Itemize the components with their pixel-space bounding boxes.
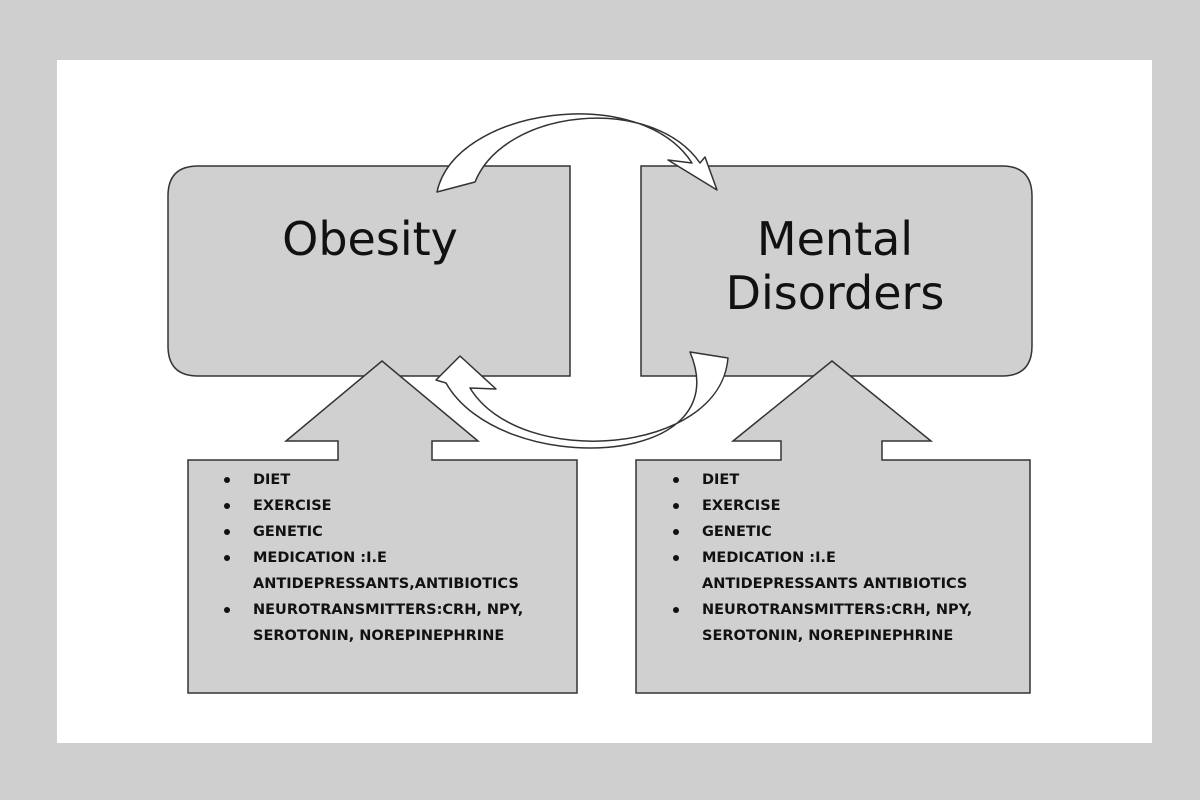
factor-text: EXERCISE	[702, 498, 781, 514]
obesity-title: Obesity	[282, 212, 458, 266]
bullet-icon	[224, 555, 230, 561]
right-factors-arrow-box	[635, 360, 1031, 694]
list-item: GENETIC	[220, 519, 580, 545]
list-item: MEDICATION :I.E ANTIDEPRESSANTS,ANTIBIOT…	[220, 545, 580, 597]
mental-disorders-factors-list: DIET EXERCISE GENETIC MEDICATION :I.E AN…	[669, 467, 1029, 649]
list-item: EXERCISE	[220, 493, 580, 519]
factor-text: MEDICATION :I.E ANTIDEPRESSANTS,ANTIBIOT…	[253, 550, 519, 592]
list-item: GENETIC	[669, 519, 1029, 545]
mental-disorders-box	[640, 165, 1033, 377]
list-item: DIET	[669, 467, 1029, 493]
bottom-curved-arrow	[435, 351, 729, 449]
list-item: MEDICATION :I.E ANTIDEPRESSANTS ANTIBIOT…	[669, 545, 1029, 597]
bullet-icon	[224, 529, 230, 535]
factor-text: NEUROTRANSMITTERS:CRH, NPY, SEROTONIN, N…	[253, 602, 524, 644]
bullet-icon	[224, 607, 230, 613]
factor-text: EXERCISE	[253, 498, 332, 514]
factor-text: DIET	[253, 472, 291, 488]
bullet-icon	[673, 477, 679, 483]
factor-text: GENETIC	[702, 524, 772, 540]
factor-text: DIET	[702, 472, 740, 488]
obesity-factors-list: DIET EXERCISE GENETIC MEDICATION :I.E AN…	[220, 467, 580, 649]
list-item: NEUROTRANSMITTERS:CRH, NPY, SEROTONIN, N…	[220, 597, 580, 649]
list-item: DIET	[220, 467, 580, 493]
bullet-icon	[673, 607, 679, 613]
factor-text: GENETIC	[253, 524, 323, 540]
factor-text: MEDICATION :I.E ANTIDEPRESSANTS ANTIBIOT…	[702, 550, 968, 592]
bullet-icon	[673, 529, 679, 535]
obesity-box	[167, 165, 571, 377]
list-item: EXERCISE	[669, 493, 1029, 519]
list-item: NEUROTRANSMITTERS:CRH, NPY, SEROTONIN, N…	[669, 597, 1029, 649]
bullet-icon	[224, 503, 230, 509]
left-factors-arrow-box	[187, 360, 578, 694]
top-curved-arrow	[436, 113, 718, 193]
factor-text: NEUROTRANSMITTERS:CRH, NPY, SEROTONIN, N…	[702, 602, 973, 644]
bullet-icon	[224, 477, 230, 483]
mental-disorders-title: Mental Disorders	[725, 212, 945, 320]
bullet-icon	[673, 503, 679, 509]
bullet-icon	[673, 555, 679, 561]
